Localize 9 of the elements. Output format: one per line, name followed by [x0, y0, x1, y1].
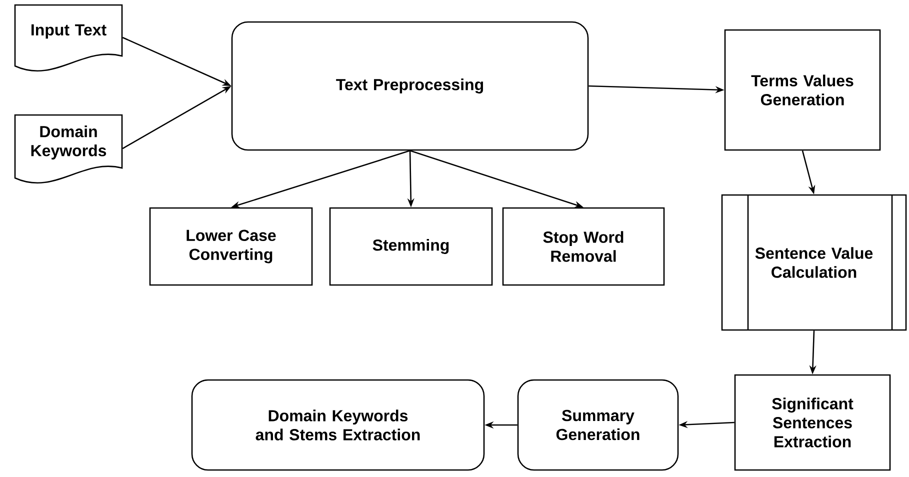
- predefined-process-box: Sentence Value Calculation: [721, 194, 907, 331]
- process-box: Significant Sentences Extraction: [734, 374, 891, 471]
- process-box: Lower Case Converting: [149, 207, 313, 286]
- process-box: Domain Keywords and Stems Extraction: [191, 379, 485, 471]
- process-box: Stop Word Removal: [502, 207, 665, 286]
- process-box: Summary Generation: [517, 379, 679, 471]
- process-box: Terms Values Generation: [724, 29, 881, 151]
- process-box: Text Preprocessing: [231, 21, 589, 151]
- process-box: Stemming: [329, 207, 493, 286]
